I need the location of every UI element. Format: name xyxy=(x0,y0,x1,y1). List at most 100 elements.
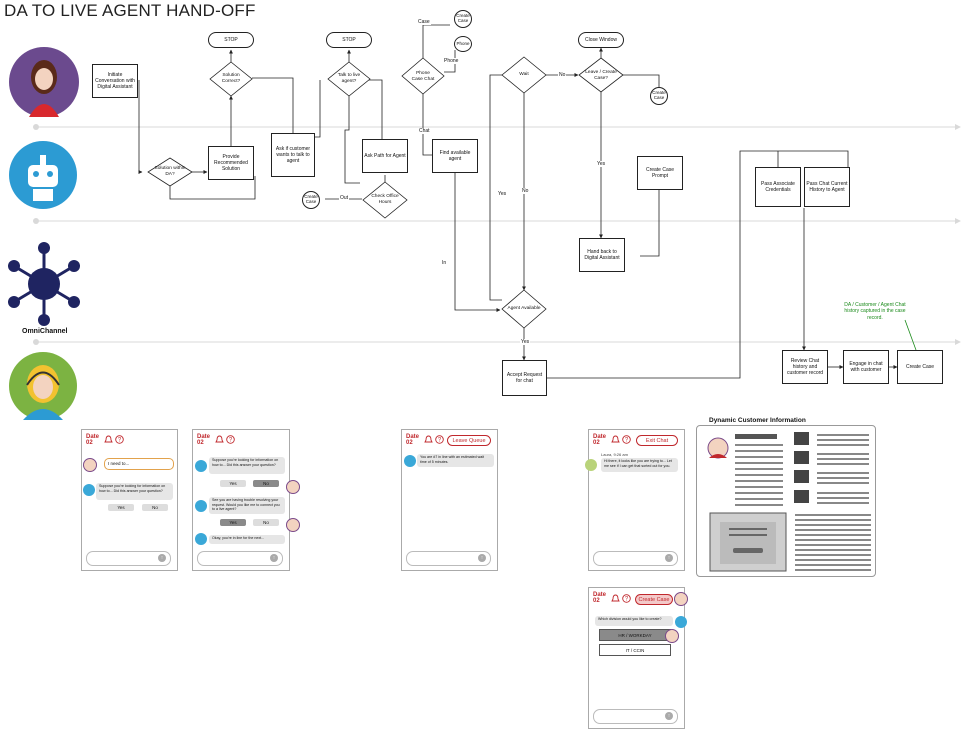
box-find-available-agent: Find available agent xyxy=(432,139,478,173)
send-icon[interactable]: ↑ xyxy=(478,554,486,562)
edge-label-chat: Chat xyxy=(418,128,431,134)
case-history-note: DA / Customer / Agent Chat history captu… xyxy=(844,302,906,321)
svg-text:?: ? xyxy=(118,438,122,444)
exit-chat-button[interactable]: Exit Chat xyxy=(636,435,678,446)
message-input[interactable]: ↑ xyxy=(593,709,678,724)
box-pass-chat-history: Pass Chat Current History to Agent xyxy=(804,167,850,207)
svg-text:?: ? xyxy=(229,438,233,444)
omnichannel-network-icon xyxy=(6,242,82,326)
bell-icon[interactable] xyxy=(611,435,620,444)
create-case-button[interactable]: Create Case xyxy=(635,594,673,605)
customer-avatar-small xyxy=(286,518,300,532)
box-review-chat-history: Review Chat history and customer record xyxy=(782,350,828,384)
bell-icon[interactable] xyxy=(611,594,620,603)
box-create-case-final: Create Case xyxy=(897,350,943,384)
date-label: Date 02 xyxy=(593,434,607,447)
date-label: Date 02 xyxy=(197,434,211,447)
message-input[interactable]: ↑ xyxy=(86,551,171,566)
agent-message: Hi there, it looks like you are trying t… xyxy=(601,458,678,472)
edge-label-case: Case xyxy=(417,19,431,25)
help-icon[interactable]: ? xyxy=(435,435,444,444)
yes-button[interactable]: Yes xyxy=(108,504,134,511)
edge-label-in: In xyxy=(441,260,448,266)
send-icon[interactable]: ↑ xyxy=(665,554,673,562)
bot-avatar-small xyxy=(195,533,207,545)
omnichannel-label: OmniChannel xyxy=(22,328,68,335)
terminal-close-window: Close Window xyxy=(578,32,624,48)
edge-label-yes-wait: Yes xyxy=(497,191,508,197)
bot-message-3: Okay, you're in line for the next... xyxy=(209,535,285,544)
agent-name-time: Laura, 9:26 am xyxy=(601,452,628,457)
box-pass-associate-credentials: Pass Associate Credentials xyxy=(755,167,801,207)
send-icon[interactable]: ↑ xyxy=(270,554,278,562)
no-button-2[interactable]: No xyxy=(253,519,279,526)
dynamic-customer-info-panel xyxy=(696,425,876,577)
phone-mockup-2: Date 02 ? Suppose you're looking for inf… xyxy=(192,429,300,571)
bell-icon[interactable] xyxy=(215,435,224,444)
message-input[interactable]: ↑ xyxy=(406,551,491,566)
edge-label-yes-leave: Yes xyxy=(596,161,607,167)
customer-avatar xyxy=(9,47,79,117)
edge-label-phone: Phone xyxy=(443,58,460,64)
page-title: DA TO LIVE AGENT HAND-OFF xyxy=(4,1,256,20)
send-icon[interactable]: ↑ xyxy=(665,712,673,720)
svg-text:?: ? xyxy=(625,438,629,444)
box-ask-path-for-agent: Ask Path for Agent xyxy=(362,139,408,173)
live-agent-avatar xyxy=(9,352,77,420)
help-icon[interactable]: ? xyxy=(622,435,631,444)
date-label: Date 02 xyxy=(86,434,100,447)
svg-text:?: ? xyxy=(438,438,442,444)
bot-avatar-small xyxy=(404,455,416,467)
phone-mockup-5: Date 02 ? Create Case Which division wou… xyxy=(588,587,688,729)
box-ask-talk-to-agent: Ask if customer wants to talk to agent xyxy=(271,133,315,177)
box-provide-recommended-solution: Provide Recommended Solution xyxy=(208,146,254,180)
help-icon[interactable]: ? xyxy=(226,435,235,444)
phone-mockup-3: Date 02 ? Leave Queue You are #7 in line… xyxy=(401,429,498,571)
terminal-stop-2: STOP xyxy=(326,32,372,48)
bot-message-1: Suppose you're looking for information o… xyxy=(209,457,285,474)
leave-queue-button[interactable]: Leave Queue xyxy=(447,435,491,446)
bell-icon[interactable] xyxy=(104,435,113,444)
help-icon[interactable]: ? xyxy=(115,435,124,444)
circle-create-case-right: Create Case xyxy=(650,87,668,105)
customer-avatar-small xyxy=(665,629,679,643)
customer-record-wireframe xyxy=(707,432,871,572)
yes-button-2[interactable]: Yes xyxy=(220,519,246,526)
help-icon[interactable]: ? xyxy=(622,594,631,603)
svg-text:?: ? xyxy=(625,597,629,603)
yes-button-1[interactable]: Yes xyxy=(220,480,246,487)
customer-avatar-small xyxy=(286,480,300,494)
circle-create-case-top: Create Case xyxy=(454,10,472,28)
option-it-ccin[interactable]: IT / CCIN xyxy=(599,644,671,656)
bot-message: You are #7 in line with an estimated wai… xyxy=(417,454,494,467)
box-hand-back-to-da: Hand back to Digital Assistant xyxy=(579,238,625,272)
edge-label-no-wait: No xyxy=(521,188,530,194)
message-input[interactable]: ↑ xyxy=(593,551,678,566)
phone-mockup-4: Date 02 ? Exit Chat Laura, 9:26 am Hi th… xyxy=(585,429,685,571)
edge-label-no-leave: No xyxy=(558,72,567,78)
digital-assistant-avatar xyxy=(9,141,77,209)
bot-message-2: See you are having trouble resolving you… xyxy=(209,497,285,514)
no-button-1[interactable]: No xyxy=(253,480,279,487)
bot-avatar-small xyxy=(83,484,95,496)
edge-label-yes-agent: Yes xyxy=(520,339,531,345)
message-input[interactable]: ↑ xyxy=(197,551,283,566)
option-hr-workday[interactable]: HR / WORKDAY xyxy=(599,629,671,641)
send-icon[interactable]: ↑ xyxy=(158,554,166,562)
customer-avatar-small xyxy=(674,592,688,606)
customer-avatar-small xyxy=(83,458,97,472)
no-button[interactable]: No xyxy=(142,504,168,511)
bot-avatar-small xyxy=(195,460,207,472)
bot-message: Which division would you like to create? xyxy=(595,616,673,626)
date-label: Date 02 xyxy=(406,434,420,447)
circle-phone: Phone xyxy=(454,36,472,52)
bell-icon[interactable] xyxy=(424,435,433,444)
terminal-stop-1: STOP xyxy=(208,32,254,48)
circle-create-case-left: Create Case xyxy=(302,191,320,209)
user-message: I need to... xyxy=(104,458,174,470)
box-initiate-conversation: Initiate Conversation with Digital Assis… xyxy=(92,64,138,98)
box-create-case-prompt: Create Case Prompt xyxy=(637,156,683,190)
edge-label-out: Out xyxy=(339,195,350,201)
